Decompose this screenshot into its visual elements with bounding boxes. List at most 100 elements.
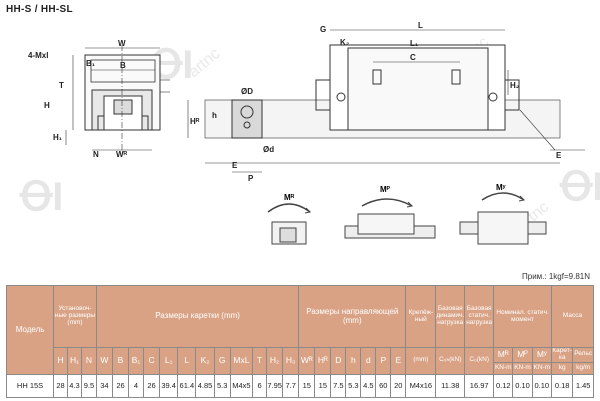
cell-my: 0.10 (531, 373, 552, 398)
label-W: W (118, 39, 126, 48)
col-MxL: MxL (229, 347, 254, 375)
label-H2: H₂ (510, 81, 520, 90)
cell-value: 28 (53, 373, 69, 398)
cell-value: 7.5 (330, 373, 347, 398)
col-L1: L₁ (159, 347, 179, 375)
label-C: C (410, 53, 416, 62)
cell-value: 6 (252, 373, 268, 398)
unit-note: Прим.: 1kgf=9.81N (522, 272, 590, 281)
col-K2: K₂ (195, 347, 215, 375)
cell-value: 4.3 (67, 373, 82, 398)
col-MY: Mʸ (531, 347, 552, 363)
col-T: T (252, 347, 268, 375)
cell-c: 11.38 (435, 373, 466, 398)
cell-mr: 0.12 (493, 373, 514, 398)
svg-text:ꝊI: ꝊI (559, 165, 600, 209)
cell-value: 5.3 (213, 373, 231, 398)
label-H: H (44, 101, 50, 110)
moment-mr (267, 203, 312, 245)
col-N: N (80, 347, 97, 375)
col-G: G (213, 347, 231, 375)
cell-model: HH 15S (5, 373, 55, 398)
cell-value: 7.95 (266, 373, 284, 398)
technical-drawing: ꝊI artnc ꝊI artnc ꝊI ꝊI artnc 4-Mxl W B₁… (19, 21, 600, 245)
label-E: E (232, 161, 238, 170)
col-H1: H₁ (67, 347, 82, 375)
col-d: d (360, 347, 377, 375)
cell-value: 61.4 (177, 373, 197, 398)
col-P: P (375, 347, 392, 375)
unit-MP: KN-m (512, 361, 533, 375)
cell-value: 26 (111, 373, 130, 398)
svg-text:ꝊI: ꝊI (19, 175, 63, 219)
spec-table: Модель Установоч-ные размеры (mm) Размер… (5, 285, 595, 398)
col-H: H (53, 347, 69, 375)
label-MR: Mᴿ (284, 193, 295, 202)
label-B1: B₁ (86, 59, 96, 68)
label-K2: K₂ (340, 38, 350, 47)
header-mount: Установоч-ные размеры (mm) (53, 285, 97, 348)
front-labels: 4-Mxl W B₁ B T H H₁ N Wᴿ (28, 39, 128, 159)
label-HR: Hᴿ (190, 117, 200, 126)
col-W: W (95, 347, 113, 375)
header-stat: Базовая статич. нагрузка (464, 285, 495, 348)
side-labels: G L K₂ L₁ C H₂ Hᴿ h ØD Ød E P E (190, 21, 562, 183)
header-rail: Размеры направляющей (mm) (298, 285, 407, 348)
label-L: L (418, 21, 423, 30)
header-mass: Масса (550, 285, 595, 348)
label-d: Ød (263, 145, 274, 154)
label-T: T (59, 81, 64, 90)
header-moment: Номинал. статич. момент (493, 285, 552, 348)
col-H3: H₃ (282, 347, 300, 375)
cell-value: 15 (314, 373, 332, 398)
col-mass-rail: Рельс (572, 347, 594, 363)
col-mass-block: Карет-ка (550, 347, 574, 363)
col-HR: Hᴿ (314, 347, 332, 375)
label-B: B (120, 61, 126, 70)
col-C: C (142, 347, 161, 375)
label-G: G (320, 25, 326, 34)
label-H1: H₁ (53, 133, 63, 142)
unit-kgm: kg/m (572, 361, 594, 375)
header-bolt: Крепёж-ный (405, 285, 437, 348)
cell-value: 4 (128, 373, 144, 398)
header-dyn: Базовая динамич. нагрузка (435, 285, 466, 348)
label-P: P (248, 174, 254, 183)
page-title: HH-S / HH-SL (6, 4, 73, 15)
col-B1: B₁ (128, 347, 144, 375)
col-WR: Wᴿ (298, 347, 316, 375)
side-view (187, 29, 585, 173)
cell-value: 60 (375, 373, 392, 398)
col-L: L (177, 347, 197, 375)
col-h: h (345, 347, 362, 375)
front-view (65, 45, 170, 151)
col-c-unit: C₀ₕ(kN) (435, 347, 466, 375)
col-H2: H₂ (266, 347, 284, 375)
col-B: B (111, 347, 130, 375)
label-h: h (212, 111, 217, 120)
moment-my (459, 192, 547, 245)
label-MP: Mᴾ (380, 185, 391, 194)
cell-c0: 16.97 (464, 373, 495, 398)
col-bolt-unit: (mm) (405, 347, 437, 375)
table-row: HH 15S 28 4.3 9.5 34 26 4 26 39.4 61.4 4… (5, 373, 594, 398)
label-M: 4-Mxl (28, 51, 48, 60)
cell-value: 39.4 (159, 373, 179, 398)
cell-mp: 0.10 (512, 373, 533, 398)
cell-mass-rail: 1.45 (572, 373, 594, 398)
col-D: D (330, 347, 347, 375)
cell-value: 9.5 (80, 373, 97, 398)
cell-value: 5.3 (345, 373, 362, 398)
col-MP: Mᴾ (512, 347, 533, 363)
label-MY: Mʸ (496, 183, 506, 192)
label-D: ØD (241, 87, 253, 96)
cell-value: 26 (142, 373, 161, 398)
label-E2: E (556, 151, 562, 160)
cell-value: 4.5 (360, 373, 377, 398)
cell-value: 4.85 (195, 373, 215, 398)
cell-value: 34 (95, 373, 113, 398)
label-N: N (93, 150, 99, 159)
label-L1: L₁ (410, 39, 419, 48)
cell-mass-block: 0.18 (550, 373, 574, 398)
col-MR: Mᴿ (493, 347, 514, 363)
